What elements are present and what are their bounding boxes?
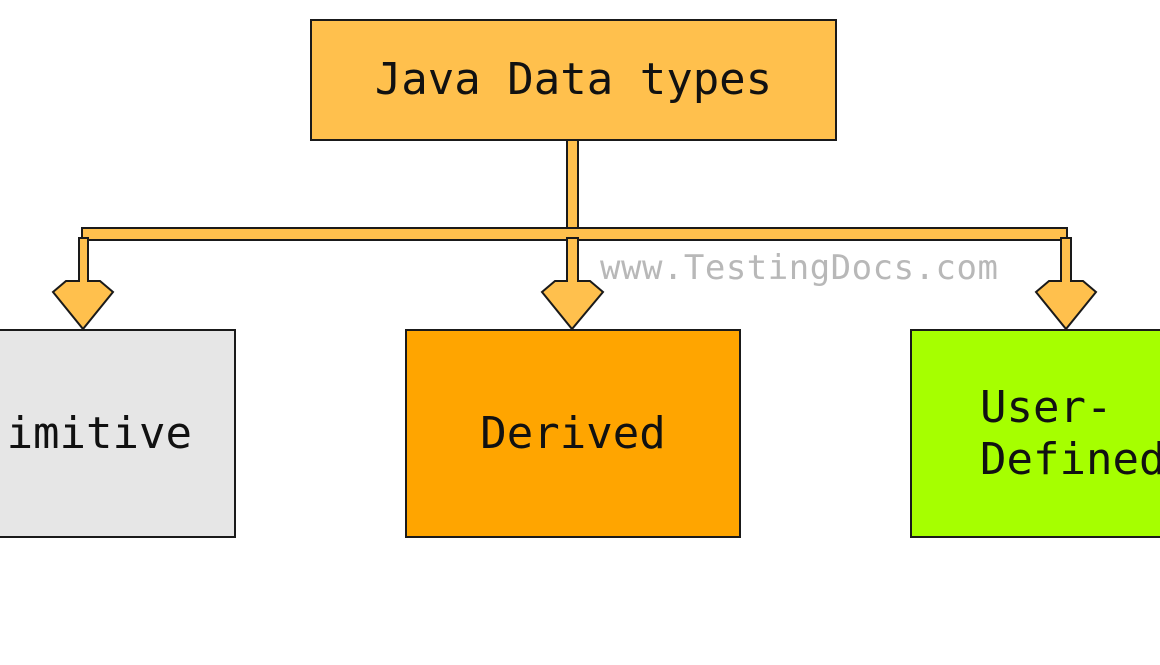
watermark-text: www.TestingDocs.com xyxy=(600,248,999,288)
node-user-defined-label: User- Defined xyxy=(980,381,1160,485)
node-primitive-label: imitive xyxy=(6,407,192,459)
root-node: Java Data types xyxy=(310,19,837,141)
root-stem xyxy=(566,139,579,235)
node-primitive: imitive xyxy=(0,329,236,538)
arrow-right xyxy=(1034,237,1098,331)
arrow-middle xyxy=(540,237,605,331)
arrow-left xyxy=(51,237,115,331)
node-derived-label: Derived xyxy=(480,407,666,459)
root-node-label: Java Data types xyxy=(374,54,773,105)
node-derived: Derived xyxy=(405,329,741,538)
node-user-defined: User- Defined xyxy=(910,329,1160,538)
